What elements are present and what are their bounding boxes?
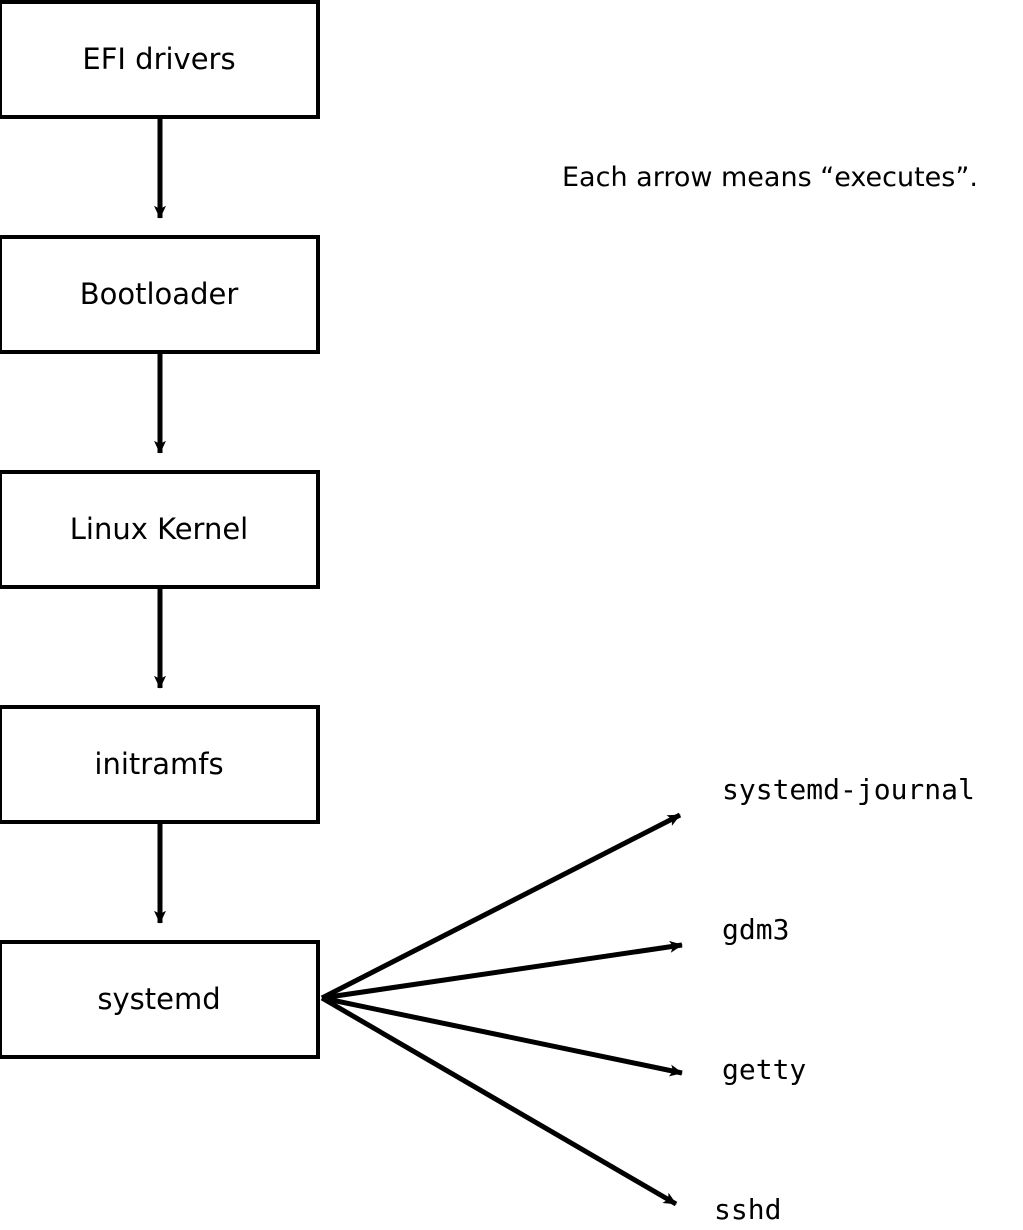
arrow-systemd-to-gdm3 <box>321 940 683 1001</box>
service-label-gdm3[interactable]: gdm3 <box>722 913 790 946</box>
node-bootloader[interactable]: Bootloader <box>0 235 320 354</box>
node-label-initramfs: initramfs <box>94 747 224 781</box>
arrow-systemd-to-systemd-journal <box>320 812 682 1001</box>
arrow-systemd-to-getty <box>321 995 683 1077</box>
node-label-bootloader: Bootloader <box>79 277 239 311</box>
node-initramfs[interactable]: initramfs <box>0 705 320 824</box>
node-label-linux-kernel: Linux Kernel <box>69 512 249 546</box>
legend-note: Each arrow means “executes”. <box>562 162 978 193</box>
node-linux-kernel[interactable]: Linux Kernel <box>0 470 320 589</box>
service-label-sshd[interactable]: sshd <box>714 1193 782 1226</box>
node-label-systemd: systemd <box>97 982 221 1016</box>
arrow-systemd-to-sshd <box>320 995 678 1207</box>
node-systemd[interactable]: systemd <box>0 940 320 1059</box>
node-label-efi-drivers: EFI drivers <box>82 42 236 76</box>
node-efi-drivers[interactable]: EFI drivers <box>0 0 320 119</box>
service-label-systemd-journal[interactable]: systemd-journal <box>722 773 975 806</box>
service-label-getty[interactable]: getty <box>722 1053 807 1086</box>
